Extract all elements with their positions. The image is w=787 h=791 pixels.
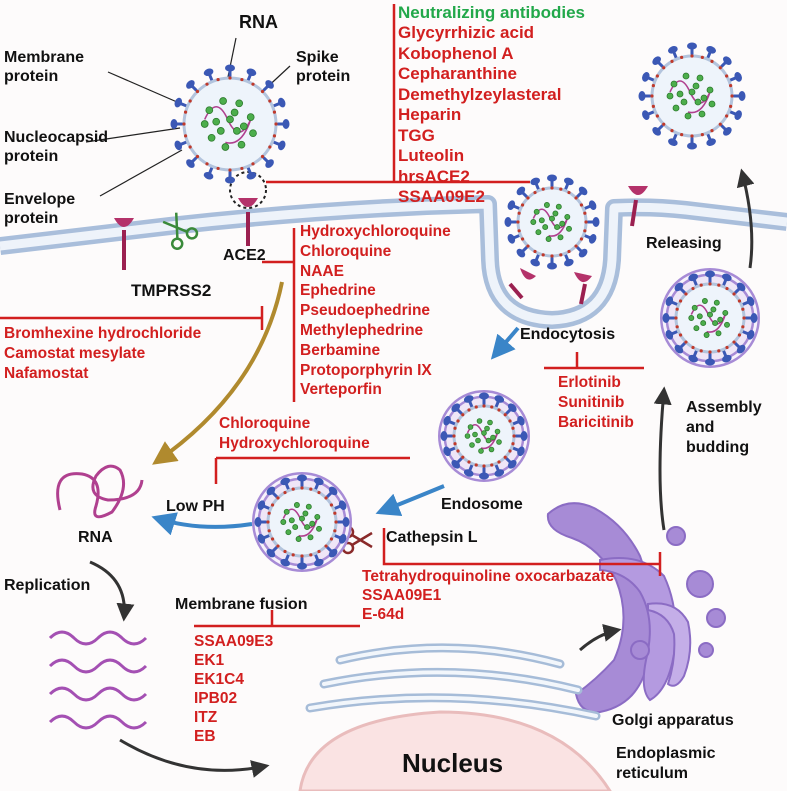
- inhibitor-item: Baricitinib: [558, 414, 634, 431]
- endosome-label: Endosome: [441, 496, 523, 513]
- nucleus-label: Nucleus: [402, 748, 504, 778]
- inhibitor-item: Methylephedrine: [300, 321, 424, 339]
- virus-particle-low-ph: [252, 472, 352, 572]
- neutralizing-antibodies-label: Neutralizing antibodies: [398, 3, 586, 22]
- replication-arrow: [89, 560, 135, 622]
- inhibitor-item: Hydroxychloroquine: [300, 223, 451, 240]
- nucleocapsid-protein-label: Nucleocapsid protein: [4, 129, 109, 165]
- golgi-to-assembly-arrow: [653, 386, 672, 531]
- inhibitor-item: hrsACE2: [398, 166, 470, 186]
- inhibitor-item: EK1C4: [194, 671, 244, 688]
- inhibitor-item: Ephedrine: [300, 282, 376, 300]
- ace2-label: ACE2: [223, 247, 266, 264]
- virus-particle-endocytosed: [504, 174, 600, 270]
- rna-label: RNA: [239, 12, 278, 32]
- inhibitor-item: E-64d: [362, 606, 405, 623]
- inhibitor-item: Tetrahydroquinoline oxocarbazate: [362, 568, 615, 585]
- inhibitor-item: Camostat mesylate: [4, 345, 146, 362]
- release-arrow: [736, 168, 755, 269]
- inhibitor-item: Hydroxychloroquine: [219, 435, 370, 452]
- inhibitor-item: Sunitinib: [558, 394, 625, 411]
- inhibitor-item: SSAA09E2: [398, 187, 485, 206]
- viral-rna-icon: [56, 464, 144, 519]
- inhibitor-item: Luteolin: [398, 146, 465, 165]
- inhibitor-item: EK1: [194, 652, 225, 669]
- cathepsin-l-label: Cathepsin L: [386, 529, 478, 546]
- endoplasmic-reticulum-label: Endoplasmic reticulum: [616, 745, 716, 782]
- inhibitor-item: Berbamine: [300, 341, 381, 359]
- binding-site-highlight: [229, 171, 267, 209]
- rna-release-arrow: [151, 512, 253, 536]
- inhibitor-item: Bromhexine hydrochloride: [4, 325, 202, 342]
- envelope-protein-label: Envelope protein: [4, 191, 76, 227]
- tmprss2-label: TMPRSS2: [131, 281, 212, 300]
- virus-particle-released: [638, 42, 746, 150]
- inhibitor-item: Kobophenol A: [398, 43, 514, 63]
- inhibitor-item: Protoporphyrin IX: [300, 361, 432, 379]
- inhibitor-item: Heparin: [398, 105, 462, 124]
- endosome-arrow: [375, 484, 445, 517]
- inhibitor-item: NAAE: [300, 262, 344, 280]
- inhibitor-item: Verteporfin: [300, 381, 382, 399]
- inhibitor-item: SSAA09E1: [362, 587, 442, 604]
- cell-membrane: [0, 195, 787, 329]
- rna-released-label: RNA: [78, 529, 113, 546]
- spike-protein-label: Spike protein: [296, 49, 351, 85]
- ace2-receptor-endocytic-2: [574, 272, 592, 305]
- translation-arrow: [119, 738, 270, 778]
- tmprss2-entry-arrow: [152, 281, 284, 465]
- golgi-apparatus-icon: [546, 502, 726, 714]
- ace2-receptor-main: [238, 198, 258, 246]
- releasing-label: Releasing: [646, 235, 722, 252]
- endocytosis-arrow: [490, 326, 520, 360]
- endoplasmic-reticulum-inner: [308, 645, 598, 718]
- inhibitor-item: IPB02: [194, 690, 238, 707]
- inhibitor-item: Cepharanthine: [398, 64, 518, 83]
- replication-label: Replication: [4, 577, 91, 594]
- membrane-fusion-label: Membrane fusion: [175, 596, 308, 613]
- inhibitor-item: Pseudoephedrine: [300, 302, 431, 320]
- inhibitor-item: EB: [194, 728, 216, 745]
- virus-particles: [170, 42, 760, 572]
- ace2-receptor-left: [114, 218, 134, 270]
- inhibitor-item: Erlotinib: [558, 374, 621, 391]
- assembly-budding-label: Assembly and budding: [686, 399, 762, 456]
- replicated-rna-icon: [48, 630, 148, 730]
- inhibition-lines: [0, 4, 662, 628]
- inhibitor-item: SSAA09E3: [194, 633, 274, 650]
- ace2-receptor-right: [628, 186, 648, 227]
- golgi-apparatus-label: Golgi apparatus: [612, 712, 734, 729]
- virus-particle-main: [170, 64, 290, 184]
- scissors-icon: [162, 212, 199, 250]
- nucleus-shape: [298, 710, 612, 791]
- inhibitor-item: Chloroquine: [300, 242, 392, 260]
- low-ph-label: Low PH: [166, 498, 225, 515]
- membrane-protein-label: Membrane protein: [4, 49, 85, 85]
- virus-particle-endosome: [438, 390, 530, 482]
- inhibitor-item: Nafamostat: [4, 365, 89, 382]
- ace2-receptor-endocytic-1: [508, 268, 536, 300]
- inhibitor-item: Chloroquine: [219, 415, 311, 432]
- inhibitor-item: TGG: [398, 125, 435, 145]
- endocytosis-label: Endocytosis: [520, 326, 616, 343]
- virus-particle-budding: [660, 268, 760, 368]
- inhibitor-item: Glycyrrhizic acid: [398, 23, 535, 42]
- inhibitor-item: Demethylzeylasteral: [398, 84, 562, 104]
- inhibitor-item: ITZ: [194, 709, 218, 726]
- er-to-golgi-arrow: [579, 624, 622, 652]
